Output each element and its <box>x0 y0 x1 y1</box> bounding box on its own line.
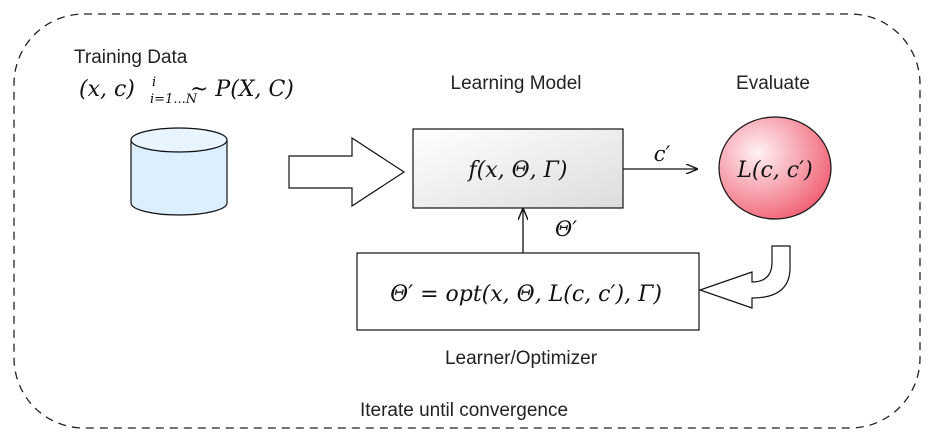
training-data-formula: (x, c) i i=1...N ~ P(X, C) <box>79 75 294 107</box>
parameter-update-label: Θ′ <box>555 217 577 241</box>
evaluate-node <box>718 116 832 220</box>
optimizer-title: Learner/Optimizer <box>445 348 598 369</box>
training-formula-sub: i=1...N <box>150 92 198 107</box>
training-formula-sup: i <box>152 75 156 90</box>
training-formula-tail: ~ P(X, C) <box>190 77 294 102</box>
training-formula-base: (x, c) <box>79 77 135 102</box>
database-icon <box>130 127 228 216</box>
optimizer-box <box>356 252 700 331</box>
output-label: c′ <box>654 142 671 166</box>
feedback-curved-arrow <box>698 245 791 309</box>
evaluate-title: Evaluate <box>736 73 810 94</box>
iterate-label: Iterate until convergence <box>360 400 568 421</box>
optimizer-formula: Θ′ = opt(x, Θ, L(c, c′), Γ) <box>390 282 662 307</box>
learning-model-box <box>412 128 624 209</box>
data-input-arrow <box>288 136 406 208</box>
evaluate-formula: L(c, c′) <box>736 158 812 183</box>
learning-model-title: Learning Model <box>451 73 582 94</box>
training-data-title: Training Data <box>74 47 188 68</box>
iteration-loop-border <box>13 13 921 429</box>
learning-model-formula: f(x, Θ, Γ) <box>467 158 568 183</box>
